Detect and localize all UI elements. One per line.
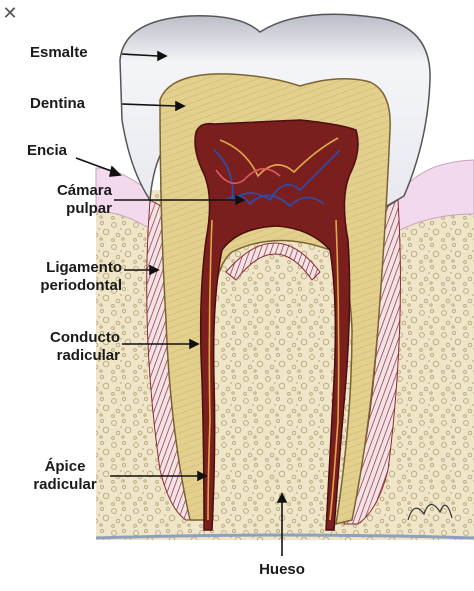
label-encia: Encia [27,142,68,159]
label-esmalte: Esmalte [30,44,88,61]
pulp-region [194,119,359,531]
signature-mark [407,503,453,521]
label-dentina: Dentina [30,95,86,112]
close-icon[interactable]: ✕ [2,3,18,24]
label-hueso: Hueso [259,561,305,578]
